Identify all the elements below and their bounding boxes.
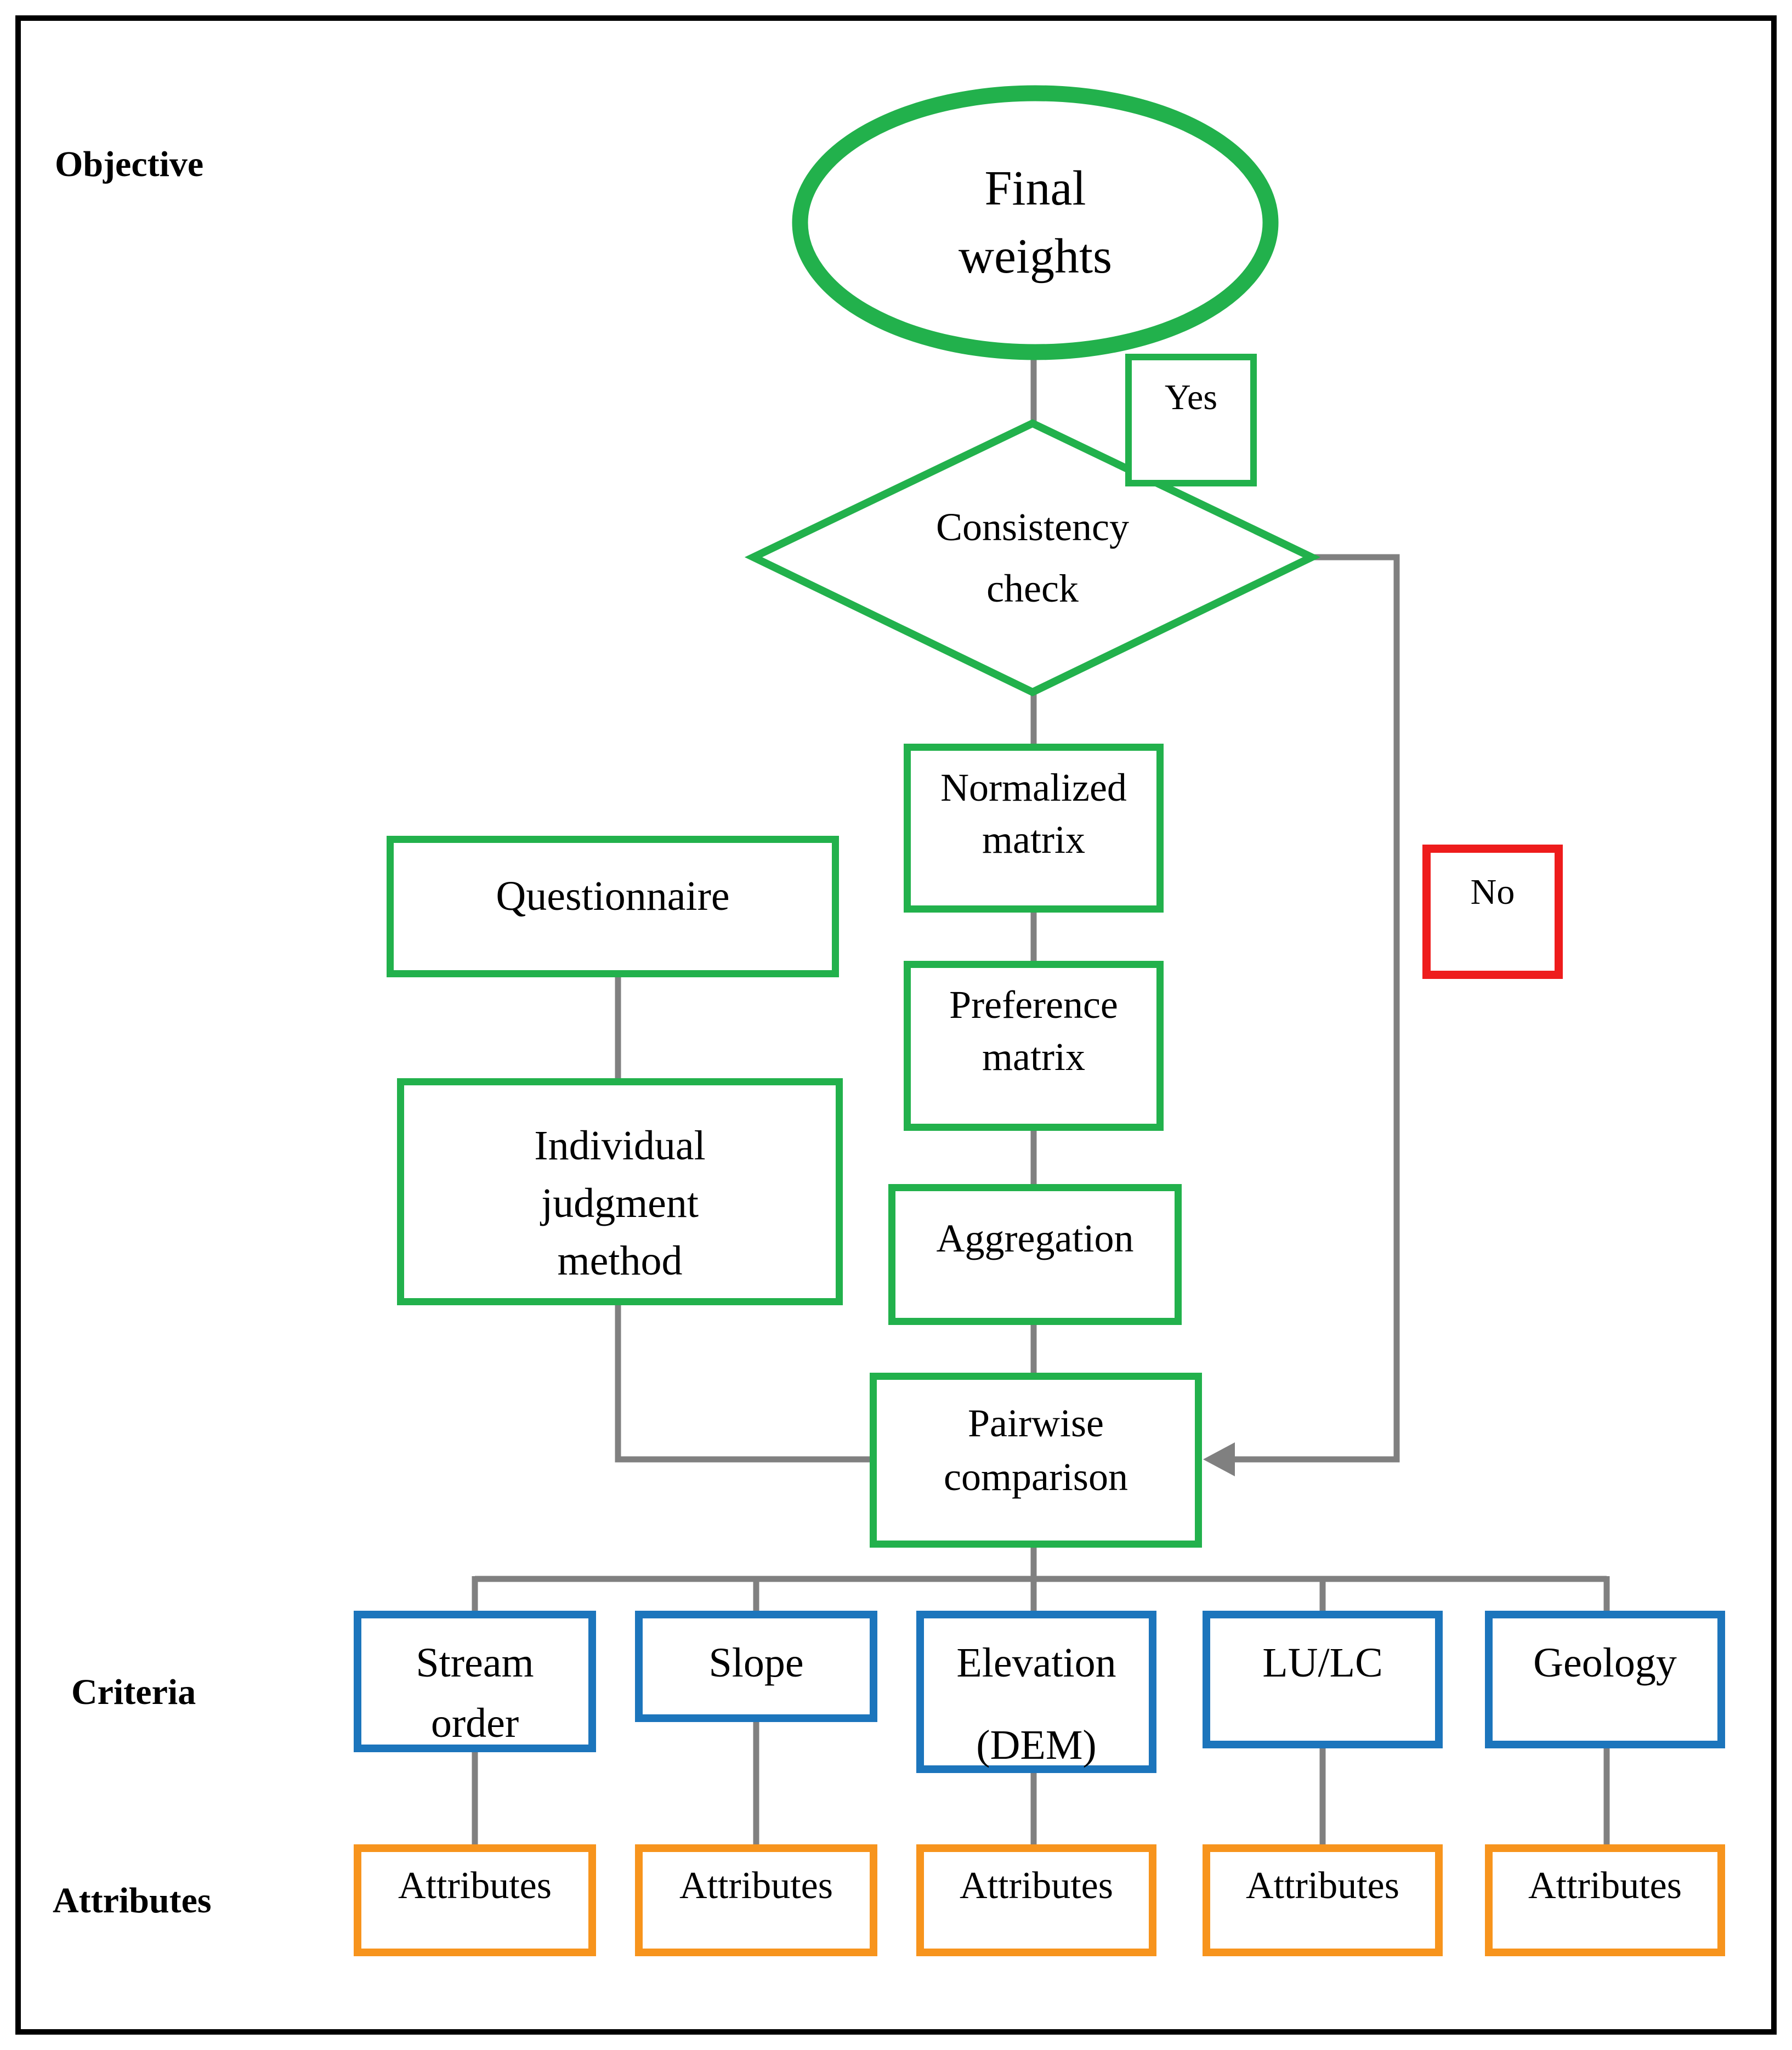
no-branch-box: No [1422, 845, 1563, 979]
individual-to-pairwise-connector [615, 1302, 873, 1463]
individual-judgment-node: Individual judgment method [397, 1078, 843, 1305]
criteria-box-stream-order: Stream order [354, 1611, 596, 1752]
individual-judgment-line1: Individual [534, 1123, 706, 1169]
consistency-check-node: Consistency check [753, 423, 1312, 692]
yes-branch-box: Yes [1125, 354, 1257, 486]
consistency-check-line1: Consistency [936, 505, 1129, 549]
individual-judgment-line2: judgment [541, 1180, 699, 1226]
pairwise-comparison-line2: comparison [944, 1455, 1128, 1499]
criteria-geology-line1: Geology [1533, 1640, 1677, 1686]
questionnaire-node: Questionnaire [387, 836, 839, 977]
normalized-matrix-node: Normalized matrix [904, 744, 1164, 913]
preference-matrix-line1: Preference [949, 983, 1118, 1027]
preference-matrix-line2: matrix [982, 1035, 1085, 1079]
criteria-lulc-line1: LU/LC [1262, 1640, 1383, 1686]
normalized-matrix-line2: matrix [982, 818, 1085, 862]
final-weights-line2: weights [959, 229, 1112, 284]
attributes-box-stream: Attributes [354, 1844, 596, 1956]
criteria-elevation-line2: (DEM) [976, 1722, 1097, 1768]
consistency-check-diamond [744, 419, 1321, 696]
attributes-box-geology: Attributes [1485, 1844, 1725, 1956]
criteria-box-slope: Slope [635, 1611, 877, 1722]
attributes-box-lulc: Attributes [1203, 1844, 1443, 1956]
individual-judgment-line3: method [557, 1238, 683, 1284]
pairwise-comparison-node: Pairwise comparison [870, 1373, 1202, 1548]
criteria-row-label: Criteria [71, 1672, 196, 1712]
pairwise-comparison-line1: Pairwise [968, 1401, 1104, 1445]
final-weights-node: Final weights [792, 86, 1278, 360]
criteria-slope-line1: Slope [708, 1640, 804, 1686]
criteria-box-elevation: Elevation (DEM) [916, 1611, 1156, 1773]
criteria-stream-line2: order [430, 1700, 519, 1746]
normalized-matrix-line1: Normalized [940, 766, 1127, 809]
criteria-box-lulc: LU/LC [1203, 1611, 1443, 1748]
criteria-box-geology: Geology [1485, 1611, 1725, 1748]
attributes-row-label: Attributes [53, 1881, 212, 1921]
criteria-stream-line1: Stream [416, 1640, 534, 1686]
objective-row-label: Objective [55, 144, 204, 184]
preference-matrix-node: Preference matrix [904, 961, 1164, 1131]
arrowhead-left-icon [1203, 1442, 1235, 1476]
aggregation-node: Aggregation [888, 1184, 1182, 1325]
attributes-box-slope: Attributes [635, 1844, 877, 1956]
final-weights-line1: Final [984, 161, 1086, 216]
no-feedback-connector [1233, 554, 1400, 1463]
final-weights-ellipse [792, 85, 1279, 360]
consistency-check-line2: check [986, 567, 1079, 610]
criteria-elevation-line1: Elevation [956, 1640, 1116, 1686]
attributes-box-elevation: Attributes [916, 1844, 1156, 1956]
